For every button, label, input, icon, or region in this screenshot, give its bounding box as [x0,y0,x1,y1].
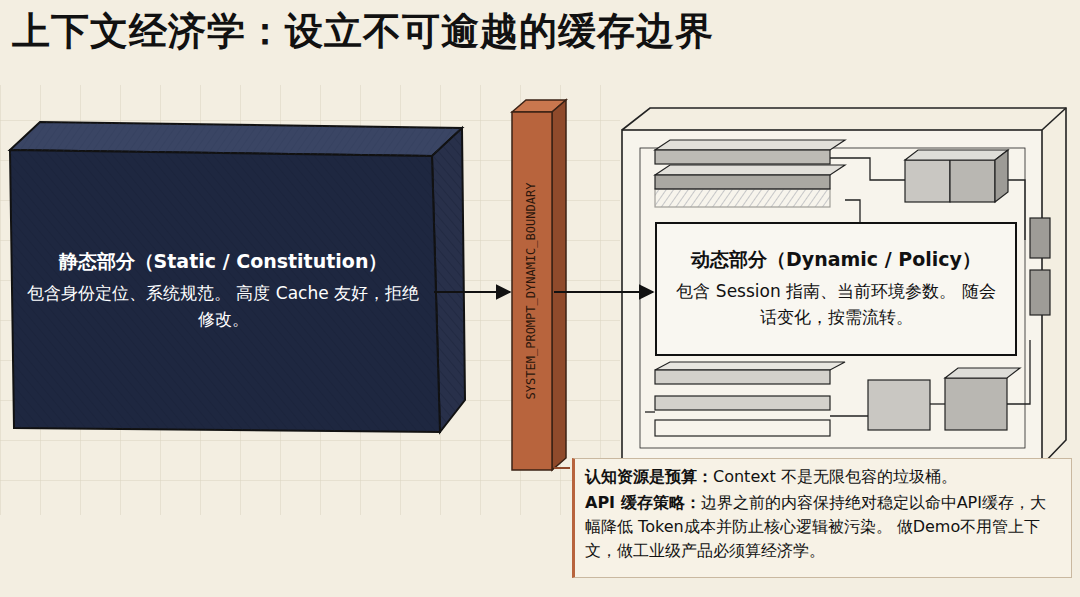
boundary-pillar: SYSTEM_PROMPT_DYNAMIC_BOUNDARY [512,114,552,468]
boundary-pillar [512,100,566,470]
box-heading: 动态部分（Dynamic / Policy） [691,247,981,272]
connector [554,467,570,469]
box-body: 包含身份定位、系统规范。 高度 Cache 友好，拒绝修改。 [24,280,422,333]
dynamic-frame [622,108,1066,465]
callout-text: Context 不是无限包容的垃圾桶。 [713,467,957,486]
title: 上下文经济学：设立不可逾越的缓存边界 [12,6,714,57]
boundary-label: SYSTEM_PROMPT_DYNAMIC_BOUNDARY [524,183,540,400]
flow-wires [645,158,1030,416]
dynamic-box: 动态部分（Dynamic / Policy） 包含 Session 指南、当前环境… [655,222,1017,356]
callout-paragraph: 认知资源是预算：Context 不是无限包容的垃圾桶。 [585,465,1061,489]
connector [554,291,653,293]
connector [434,291,510,293]
static-block: 静态部分（Static / Constitution） 包含身份定位、系统规范。 … [14,158,432,424]
stone-block [10,122,465,432]
callout-box: 认知资源是预算：Context 不是无限包容的垃圾桶。API 缓存策略：边界之前… [572,458,1072,578]
callout-heading: 认知资源是预算： [585,467,713,486]
box-body: 包含 Session 指南、当前环境参数。 随会话变化，按需流转。 [669,278,1003,331]
callout-heading: API 缓存策略： [585,493,701,512]
box-heading: 静态部分（Static / Constitution） [59,249,388,274]
callout-paragraph: API 缓存策略：边界之前的内容保持绝对稳定以命中API缓存，大幅降低 Toke… [585,491,1061,563]
grid-ground [0,85,620,515]
